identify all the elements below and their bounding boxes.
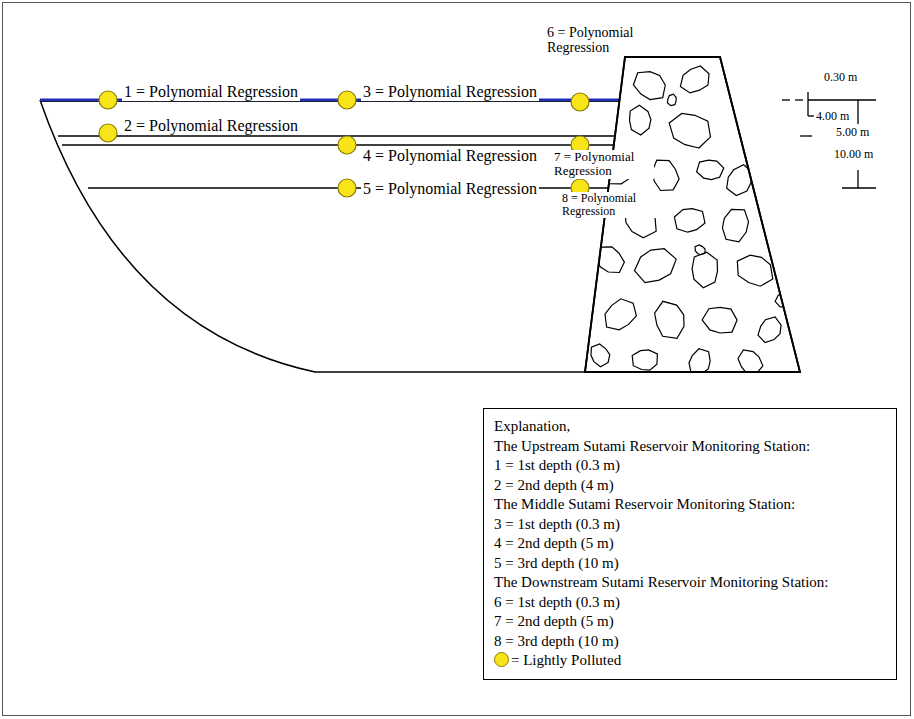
dam-rocks xyxy=(591,66,795,374)
explanation-line: 8 = 3rd depth (10 m) xyxy=(494,632,886,652)
rock-stroke xyxy=(695,245,705,255)
station-label: 8 = Polynomial Regression xyxy=(560,192,660,218)
sampling-point xyxy=(338,136,356,154)
rock-stroke xyxy=(635,249,677,283)
reservoir-bed xyxy=(40,100,586,372)
rock-stroke xyxy=(652,160,679,190)
dimension-label: 5.00 m xyxy=(834,126,871,139)
rock-stroke xyxy=(692,252,717,288)
station-label: 6 = Polynomial Regression xyxy=(545,25,657,56)
rock-stroke xyxy=(722,209,748,241)
explanation-line: 6 = 1st depth (0.3 m) xyxy=(494,593,886,613)
sampling-point xyxy=(338,91,356,109)
rock-stroke xyxy=(702,307,737,333)
explanation-line: 2 = 2nd depth (4 m) xyxy=(494,476,886,496)
station-label: 7 = Polynomial Regression xyxy=(552,150,654,179)
rock-stroke xyxy=(633,72,665,100)
dimension-lines xyxy=(782,92,876,188)
rock-stroke xyxy=(697,160,724,180)
rock-stroke xyxy=(630,105,651,135)
explanation-box: Explanation,The Upstream Sutami Reservoi… xyxy=(483,408,897,680)
sampling-point xyxy=(338,179,356,197)
explanation-line: 5 = 3rd depth (10 m) xyxy=(494,554,886,574)
rock-stroke xyxy=(669,114,710,149)
rock-stroke xyxy=(689,349,710,374)
outer-frame xyxy=(3,3,911,716)
dimension-label: 4.00 m xyxy=(814,110,851,123)
station-label: 4 = Polynomial Regression xyxy=(361,147,539,165)
rock-stroke xyxy=(632,350,657,370)
sampling-points xyxy=(99,91,589,197)
dimension-label: 10.00 m xyxy=(832,148,875,161)
explanation-line: 7 = 2nd depth (5 m) xyxy=(494,612,886,632)
dimension-label: 0.30 m xyxy=(822,71,859,84)
rock-stroke xyxy=(775,293,795,308)
legend-text: = Lightly Polluted xyxy=(511,652,621,668)
station-label: 1 = Polynomial Regression xyxy=(122,83,300,101)
rock-stroke xyxy=(758,317,781,343)
explanation-line: 3 = 1st depth (0.3 m) xyxy=(494,515,886,535)
station-label: 2 = Polynomial Regression xyxy=(122,117,300,135)
sampling-point xyxy=(571,93,589,111)
explanation-line: Explanation, xyxy=(494,417,886,437)
explanation-line: 1 = 1st depth (0.3 m) xyxy=(494,456,886,476)
station-label: 3 = Polynomial Regression xyxy=(361,83,539,101)
rock-stroke xyxy=(738,350,763,374)
rock-stroke xyxy=(655,301,684,338)
rock-stroke xyxy=(737,255,773,286)
rock-stroke xyxy=(674,209,705,233)
explanation-line: The Middle Sutami Reservoir Monitoring S… xyxy=(494,495,886,515)
explanation-line: The Upstream Sutami Reservoir Monitoring… xyxy=(494,437,886,457)
legend-row: = Lightly Polluted xyxy=(494,651,886,671)
explanation-line: 4 = 2nd depth (5 m) xyxy=(494,534,886,554)
rock-stroke xyxy=(667,94,676,106)
rock-stroke xyxy=(591,344,610,367)
legend-swatch xyxy=(494,652,509,667)
station-label: 5 = Polynomial Regression xyxy=(361,180,539,198)
rock-stroke xyxy=(605,299,636,330)
rock-stroke xyxy=(680,66,709,93)
sampling-point xyxy=(99,124,117,142)
sampling-point xyxy=(99,91,117,109)
explanation-line: The Downstream Sutami Reservoir Monitori… xyxy=(494,573,886,593)
